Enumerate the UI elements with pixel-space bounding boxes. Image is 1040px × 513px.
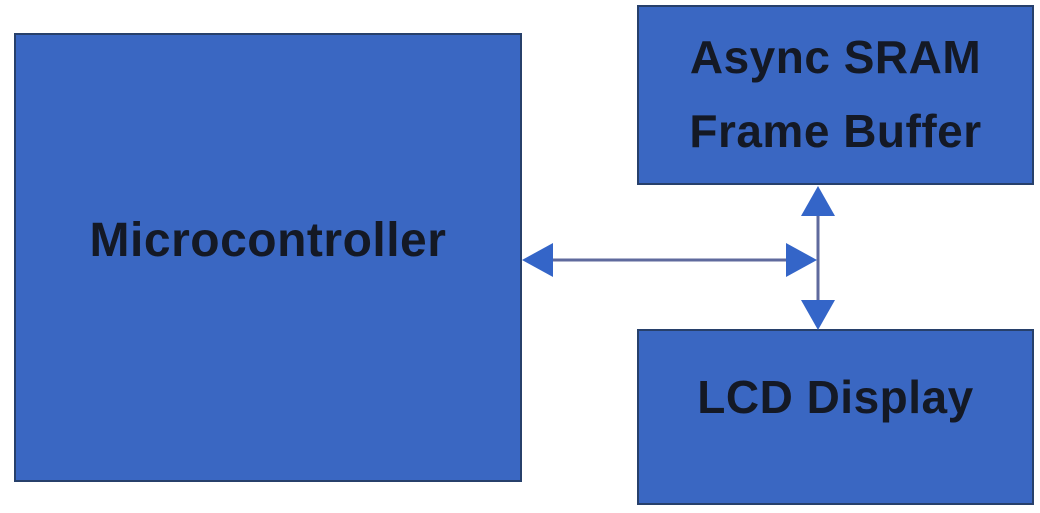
node-frame-buffer-label-line1: Async SRAM bbox=[689, 31, 982, 84]
node-async-sram-frame-buffer: Async SRAM Frame Buffer bbox=[637, 5, 1034, 185]
arrowhead-up-icon bbox=[801, 186, 835, 216]
arrowhead-right-icon bbox=[786, 243, 817, 277]
arrowhead-down-icon bbox=[801, 300, 835, 330]
node-microcontroller-label: Microcontroller bbox=[89, 214, 447, 267]
node-microcontroller: Microcontroller bbox=[14, 33, 522, 482]
node-lcd-display-label: LCD Display bbox=[697, 371, 974, 423]
arrowhead-left-icon bbox=[522, 243, 553, 277]
node-frame-buffer-label-line2: Frame Buffer bbox=[689, 105, 982, 157]
bidirectional-arrow-horizontal bbox=[522, 243, 817, 277]
bidirectional-arrow-vertical bbox=[801, 186, 835, 330]
node-lcd-display: LCD Display bbox=[637, 329, 1034, 505]
